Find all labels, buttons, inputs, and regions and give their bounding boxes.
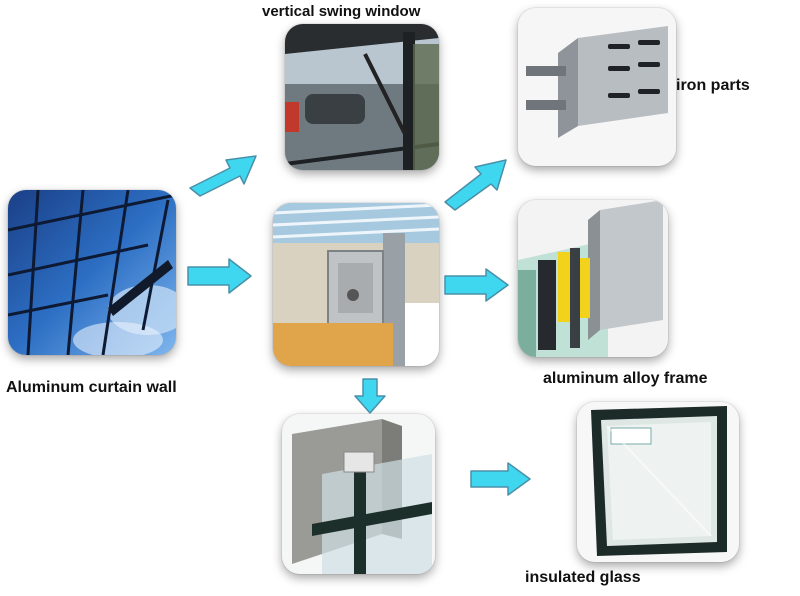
arrow-to-structural-joint	[354, 378, 386, 414]
aluminum-curtain-wall-label: Aluminum curtain wall	[6, 379, 177, 396]
arrow-to-swing-window	[188, 154, 258, 202]
aluminum-alloy-frame-label: aluminum alloy frame	[543, 370, 708, 387]
curtain-wall-photo	[8, 190, 176, 355]
aluminum-frame-photo	[518, 200, 668, 357]
insulated-glass-photo	[577, 402, 739, 562]
arrow-to-aluminum-frame	[444, 268, 510, 302]
swing-window-photo	[285, 24, 439, 170]
arrow-to-insulated-glass	[470, 462, 532, 496]
iron-parts-label: iron parts	[676, 77, 750, 94]
arrow-to-assembly	[187, 258, 253, 294]
curtain-wall-assembly-photo	[273, 203, 439, 366]
vertical-swing-window-label: vertical swing window	[262, 3, 421, 20]
insulated-glass-label: insulated glass	[525, 569, 641, 586]
arrow-to-iron-parts	[443, 158, 509, 212]
structural-joint-photo	[282, 414, 435, 574]
iron-parts-photo	[518, 8, 676, 166]
